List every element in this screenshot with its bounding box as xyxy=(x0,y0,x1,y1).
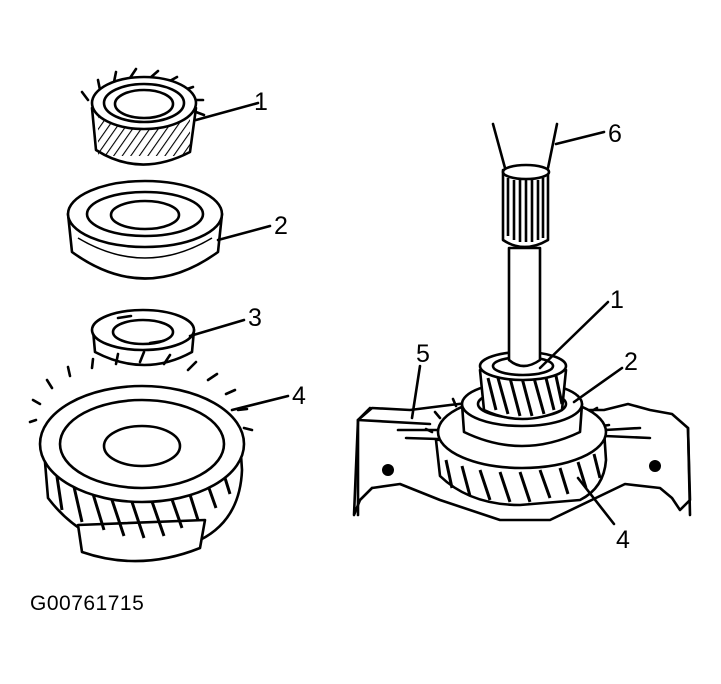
exploded-gear-diagram: 1 2 3 4 6 1 5 2 4 xyxy=(28,67,692,563)
large-helical-gear xyxy=(28,350,254,563)
callout-left-3: 3 xyxy=(248,304,262,332)
callout-left-1: 1 xyxy=(254,88,268,116)
leader-lines xyxy=(188,101,624,526)
callout-left-4: 4 xyxy=(292,382,306,410)
callout-right-5: 5 xyxy=(416,340,430,368)
callout-right-4: 4 xyxy=(616,526,630,554)
callout-right-1: 1 xyxy=(610,286,624,314)
figure-code: G00761715 xyxy=(30,592,145,615)
press-ram xyxy=(491,122,559,368)
callout-right-2: 2 xyxy=(624,348,638,376)
callout-left-2: 2 xyxy=(274,212,288,240)
bearing xyxy=(66,179,224,280)
small-helical-gear xyxy=(80,67,206,166)
callout-right-6: 6 xyxy=(608,120,622,148)
